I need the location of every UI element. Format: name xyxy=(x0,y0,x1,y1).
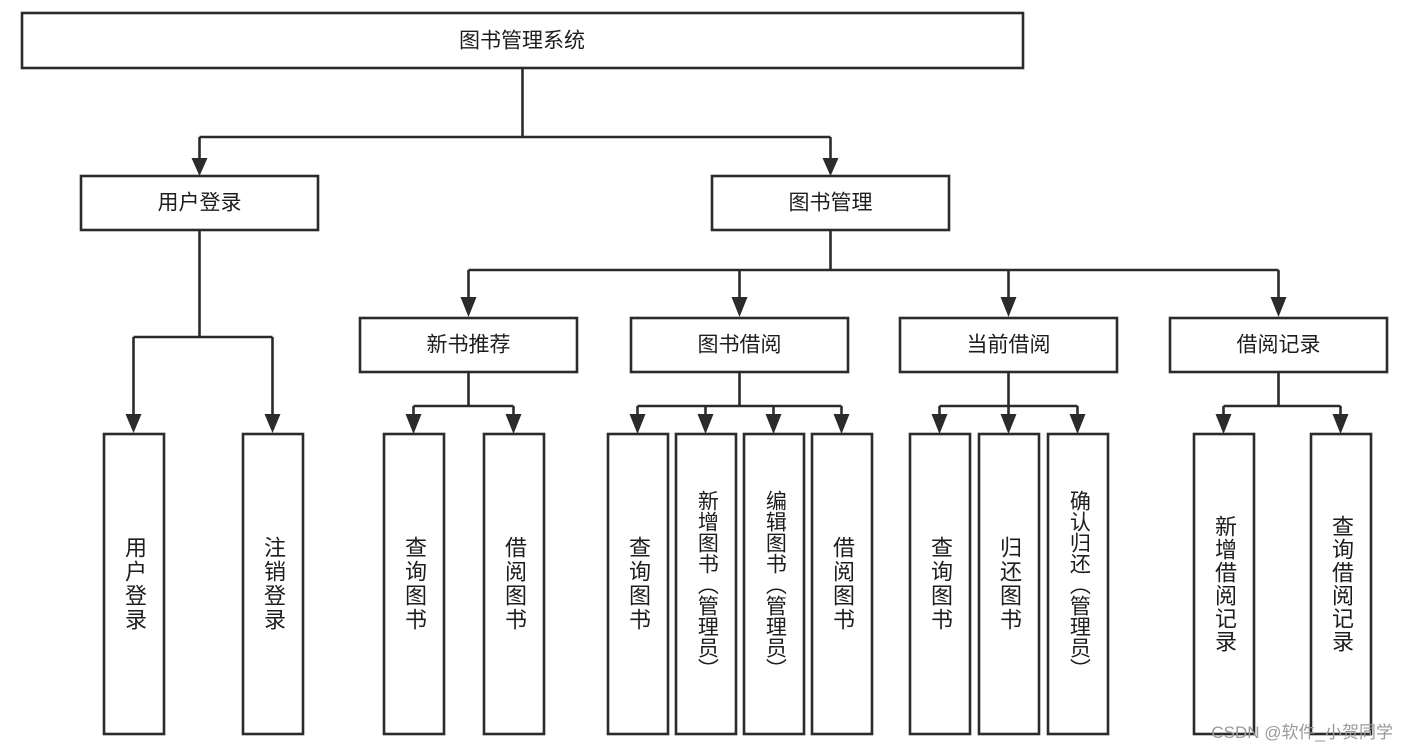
node-new-book-recommend-box[interactable] xyxy=(358,316,579,374)
leaf-box-current-2[interactable] xyxy=(1046,432,1110,736)
node-root-label: 图书管理系统 xyxy=(459,30,585,53)
arrow-recommend-0 xyxy=(405,414,422,434)
leaf-box-current-1[interactable] xyxy=(977,432,1041,736)
arrow-level2-0 xyxy=(460,297,477,317)
node-user-login-label: 用户登录 xyxy=(158,192,242,215)
arrow-user-login-1 xyxy=(264,414,281,433)
node-borrow-record-box[interactable] xyxy=(1168,316,1389,374)
leaf-box-user-login-1[interactable] xyxy=(241,432,305,736)
csdn-watermark: CSDN @软件_小贺同学 xyxy=(1211,723,1393,742)
node-current-borrow-box[interactable] xyxy=(898,316,1119,374)
leaf-box-recommend-1[interactable] xyxy=(482,432,546,736)
arrow-level2-3 xyxy=(1270,297,1287,317)
arrow-level2-1 xyxy=(731,297,748,317)
leaf-box-borrow-1[interactable] xyxy=(674,432,738,736)
arrow-level1-1 xyxy=(822,158,839,176)
arrow-borrow-0 xyxy=(629,414,646,434)
node-book-manage-label: 图书管理 xyxy=(789,192,873,215)
leaf-box-recommend-0[interactable] xyxy=(382,432,446,736)
arrow-current-2 xyxy=(1069,414,1086,434)
arrow-level1-0 xyxy=(191,158,208,176)
leaf-box-current-0[interactable] xyxy=(908,432,972,736)
arrow-borrow-1 xyxy=(697,414,714,434)
node-book-borrow-label: 图书借阅 xyxy=(698,334,782,357)
arrow-record-0 xyxy=(1215,414,1232,434)
arrow-current-1 xyxy=(1000,414,1017,434)
node-book-manage-box[interactable] xyxy=(710,174,951,232)
node-borrow-record-label: 借阅记录 xyxy=(1237,334,1321,357)
arrow-user-login-0 xyxy=(125,414,142,433)
leaf-box-borrow-2[interactable] xyxy=(742,432,806,736)
node-root-box[interactable] xyxy=(20,11,1025,70)
node-current-borrow-label: 当前借阅 xyxy=(967,334,1051,357)
arrow-level2-2 xyxy=(1000,297,1017,317)
arrow-borrow-3 xyxy=(833,414,850,434)
leaf-box-user-login-0[interactable] xyxy=(102,432,166,736)
node-book-borrow-box[interactable] xyxy=(629,316,850,374)
leaf-box-record-1[interactable] xyxy=(1309,432,1373,736)
arrow-recommend-1 xyxy=(505,414,522,434)
leaf-box-record-0[interactable] xyxy=(1192,432,1256,736)
leaf-box-borrow-3[interactable] xyxy=(810,432,874,736)
arrow-record-1 xyxy=(1332,414,1349,434)
arrow-borrow-2 xyxy=(765,414,782,434)
arrow-current-0 xyxy=(931,414,948,434)
leaf-box-borrow-0[interactable] xyxy=(606,432,670,736)
node-new-book-recommend-label: 新书推荐 xyxy=(427,334,511,357)
